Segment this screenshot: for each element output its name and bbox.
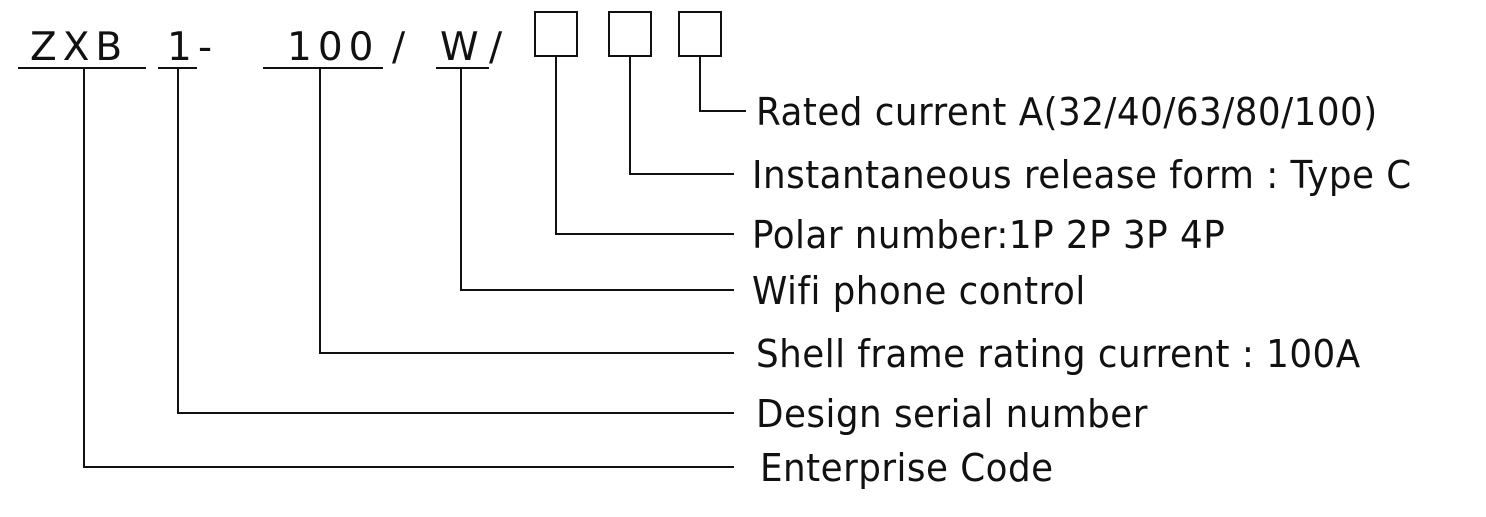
label-rated-current: Rated current A(32/40/63/80/100)	[756, 90, 1378, 134]
label-polar-number: Polar number:1P 2P 3P 4P	[752, 213, 1226, 257]
code-dash: -	[198, 25, 219, 70]
code-enterprise: ZXB	[30, 25, 129, 70]
code-wifi: W	[440, 25, 485, 70]
placeholder-box-polar	[534, 11, 578, 57]
code-slash-2: /	[489, 25, 509, 70]
label-instantaneous-release: Instantaneous release form : Type C	[752, 153, 1412, 197]
code-slash-1: /	[392, 25, 412, 70]
leader-enterprise-code	[83, 68, 734, 468]
leader-polar-number	[555, 56, 734, 235]
leader-wifi-control	[460, 68, 734, 291]
label-wifi-control: Wifi phone control	[752, 269, 1086, 313]
leader-rated-current	[699, 56, 746, 112]
code-design-serial: 1	[167, 25, 198, 70]
leader-shell-frame-rating	[319, 68, 734, 354]
label-enterprise-code: Enterprise Code	[760, 446, 1054, 490]
placeholder-box-release	[608, 11, 652, 57]
label-shell-frame-rating: Shell frame rating current : 100A	[756, 332, 1361, 376]
code-shell-rating: 100	[287, 25, 380, 70]
leader-design-serial	[177, 68, 734, 414]
label-design-serial-number: Design serial number	[756, 392, 1148, 436]
placeholder-box-current	[678, 11, 722, 57]
leader-instantaneous-release	[629, 56, 734, 175]
